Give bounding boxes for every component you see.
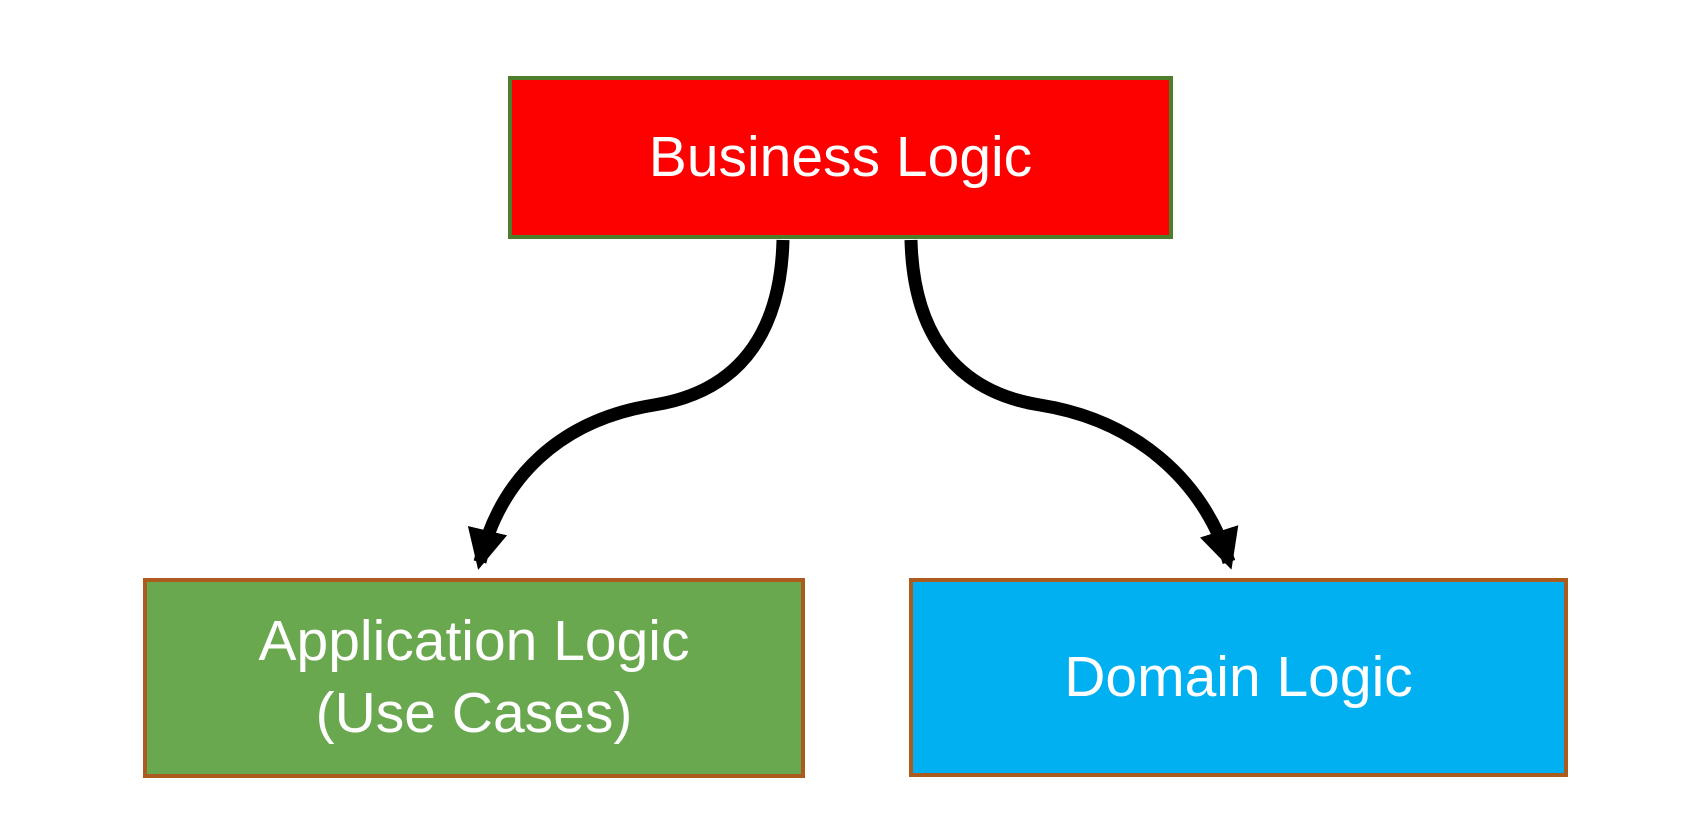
node-business-logic: Business Logic [508,76,1173,239]
node-domain-logic-label: Domain Logic [1064,644,1413,709]
node-domain-logic: Domain Logic [909,578,1568,777]
arrow-business-to-domain [904,239,1239,570]
node-application-logic-label-line2: (Use Cases) [315,681,633,745]
node-business-logic-label: Business Logic [648,124,1033,189]
node-application-logic-label-line1: Application Logic [258,609,690,674]
node-application-logic: Application Logic (Use Cases) [143,578,805,778]
arrow-business-to-application [467,239,790,570]
